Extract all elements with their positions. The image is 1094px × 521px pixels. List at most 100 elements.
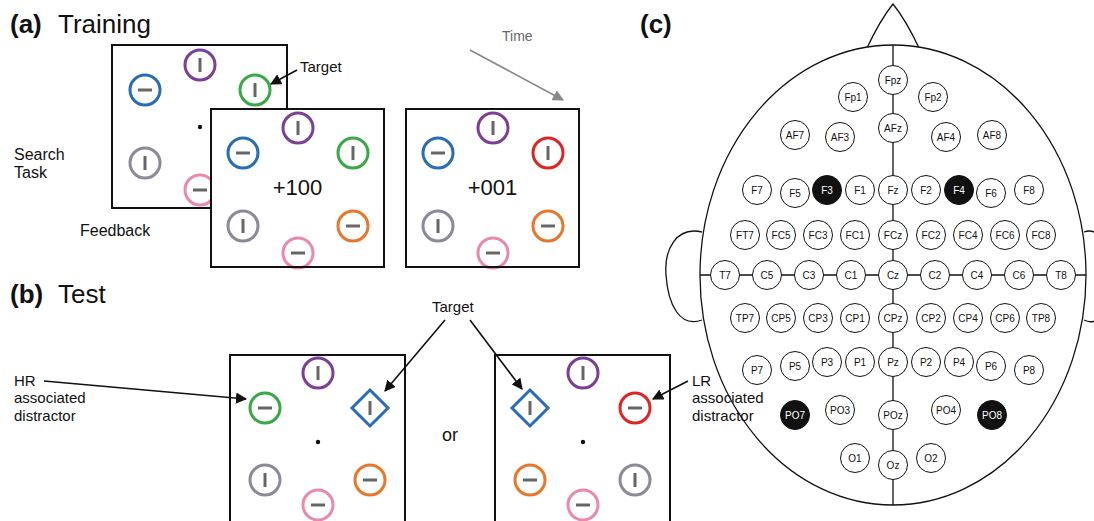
- electrode-site: AF4: [931, 122, 961, 152]
- stimulus-circle: [250, 465, 280, 495]
- electrode-site: POz: [878, 400, 908, 430]
- stimulus-circle: [228, 211, 258, 241]
- electrode-label: POz: [883, 410, 902, 421]
- line-segment: [363, 479, 377, 482]
- electrode-site: PO7: [780, 400, 810, 430]
- electrode-label: TP7: [736, 313, 754, 324]
- line-segment: [369, 401, 372, 415]
- electrode-label: CP3: [808, 313, 827, 324]
- stimulus-circle: [423, 138, 453, 168]
- line-segment: [258, 407, 272, 410]
- electrode-site: CP4: [953, 303, 983, 333]
- stimulus-circle: [620, 393, 650, 423]
- fixation-dot: [198, 125, 202, 129]
- target-arrow: [385, 320, 445, 391]
- electrode-label: FCz: [884, 230, 902, 241]
- electrode-label: F7: [751, 185, 763, 196]
- target-diamond: [512, 390, 548, 426]
- line-segment: [297, 121, 300, 135]
- line-segment: [346, 225, 360, 228]
- electrode-site: Fp1: [838, 82, 868, 112]
- fixation-dot: [581, 440, 585, 444]
- electrode-label: FC1: [846, 230, 865, 241]
- electrode-site: P8: [1014, 355, 1044, 385]
- electrode-site: CP2: [916, 303, 946, 333]
- display-frame: [230, 355, 405, 521]
- electrode-site: Oz: [878, 450, 908, 480]
- line-segment: [529, 401, 532, 415]
- electrode-site: P2: [911, 347, 941, 377]
- callout-label: Target: [300, 58, 342, 75]
- electrode-site: AF8: [977, 120, 1007, 150]
- line-segment: [291, 252, 305, 255]
- electrode-site: T7: [710, 260, 740, 290]
- electrode-label: Pz: [887, 357, 899, 368]
- electrode-site: FC4: [953, 220, 983, 250]
- electrode-label: F2: [920, 185, 932, 196]
- electrode-label: F6: [985, 188, 997, 199]
- axis-label: Time: [502, 28, 533, 44]
- line-segment: [547, 146, 550, 160]
- display-frame: [405, 108, 580, 268]
- line-segment: [236, 152, 250, 155]
- electrode-label: FC2: [922, 230, 941, 241]
- left-ear: [666, 231, 702, 322]
- electrode-site: Fp2: [918, 82, 948, 112]
- electrode-label: CP1: [845, 313, 864, 324]
- electrode-site: FC2: [916, 220, 946, 250]
- display-frame: [495, 355, 670, 521]
- stimulus-circle: [338, 138, 368, 168]
- feedback-display: +100: [210, 108, 385, 268]
- electrode-site: PO8: [977, 400, 1007, 430]
- electrode-site: C1: [836, 260, 866, 290]
- electrode-label: F3: [821, 185, 833, 196]
- electrode-site: TP8: [1026, 303, 1056, 333]
- stimulus-circle: [568, 490, 598, 520]
- electrode-site: Pz: [878, 347, 908, 377]
- electrode-label: PO7: [785, 410, 805, 421]
- line-segment: [628, 407, 642, 410]
- target-arrow: [271, 70, 297, 84]
- nose: [866, 4, 920, 50]
- electrode-label: AF7: [786, 130, 804, 141]
- electrode-site: CP5: [766, 303, 796, 333]
- electrode-site: FC6: [990, 220, 1020, 250]
- electrode-label: PO4: [936, 405, 956, 416]
- electrode-label: CP4: [958, 313, 977, 324]
- electrode-label: T8: [1055, 270, 1067, 281]
- electrode-label: CP2: [921, 313, 940, 324]
- electrode-label: Fz: [887, 185, 898, 196]
- stimulus-circle: [250, 393, 280, 423]
- line-segment: [486, 252, 500, 255]
- electrode-site: AFz: [878, 113, 908, 143]
- electrode-site: CPz: [878, 303, 908, 333]
- electrode-site: F8: [1014, 175, 1044, 205]
- electrode-label: FC3: [809, 230, 828, 241]
- stimulus-circle: [355, 465, 385, 495]
- stimulus-circle: [303, 358, 333, 388]
- electrode-site: P1: [845, 347, 875, 377]
- panel-title: Test: [58, 280, 106, 310]
- electrode-site: CP1: [840, 303, 870, 333]
- connector-word: or: [442, 425, 458, 446]
- line-segment: [576, 504, 590, 507]
- stimulus-circle: [478, 113, 508, 143]
- electrode-site: P4: [944, 347, 974, 377]
- line-segment: [437, 219, 440, 233]
- stimulus-circle: [130, 75, 160, 105]
- electrode-site: T8: [1046, 260, 1076, 290]
- callout-label: LR associated distractor: [692, 372, 782, 424]
- electrode-label: CP6: [995, 313, 1014, 324]
- electrode-site: F6: [976, 178, 1006, 208]
- line-segment: [264, 473, 267, 487]
- row-label: Feedback: [80, 222, 150, 240]
- electrode-label: AF3: [831, 132, 849, 143]
- electrode-site: C2: [920, 260, 950, 290]
- electrode-site: F1: [845, 175, 875, 205]
- electrode-site: O1: [840, 443, 870, 473]
- line-segment: [144, 156, 147, 170]
- electrode-label: F8: [1023, 185, 1035, 196]
- electrode-site: P6: [976, 351, 1006, 381]
- electrode-label: AFz: [884, 123, 902, 134]
- electrode-label: O1: [848, 453, 861, 464]
